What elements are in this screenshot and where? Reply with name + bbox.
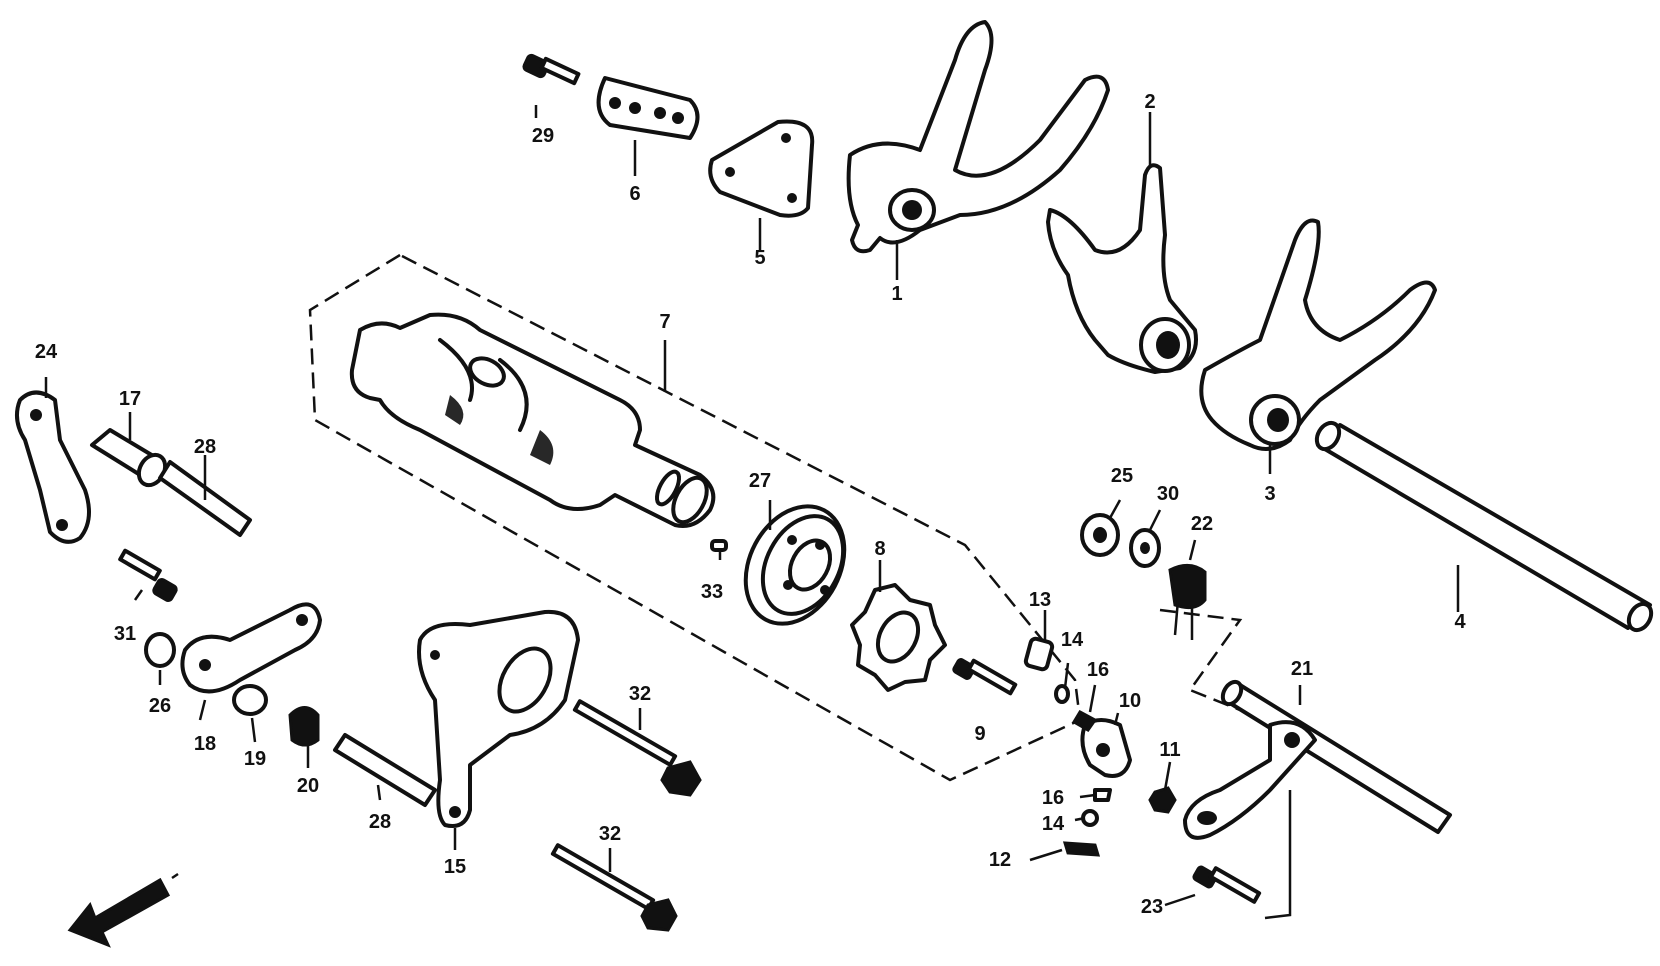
pin-28-lower <box>335 735 435 805</box>
callout-13: 13 <box>1029 589 1051 611</box>
link-arm-18 <box>182 604 320 691</box>
callout-4: 4 <box>1454 611 1466 633</box>
bushing-19 <box>234 686 266 714</box>
bolt-9 <box>953 658 1016 693</box>
washer-14-lower <box>1083 811 1097 825</box>
callout-23: 23 <box>1141 896 1163 918</box>
washer-30-hole <box>1140 542 1150 554</box>
callout-28-lower: 28 <box>369 811 391 833</box>
callout-14-lower: 14 <box>1042 813 1065 835</box>
shift-fork-3 <box>1201 220 1435 449</box>
shift-arm-24-hole-a <box>30 409 42 421</box>
pin-33 <box>712 541 726 550</box>
callout-22: 22 <box>1191 513 1213 535</box>
bolt-32-lower <box>553 845 676 930</box>
callout-20: 20 <box>297 775 319 797</box>
spring-22 <box>1170 565 1205 640</box>
callout-28-upper: 28 <box>194 436 216 458</box>
callout-10: 10 <box>1119 690 1141 712</box>
callout-16-upper: 16 <box>1087 659 1109 681</box>
callout-24: 24 <box>35 341 58 363</box>
plate-6 <box>599 78 698 138</box>
callout-17: 17 <box>119 388 141 410</box>
callout-5: 5 <box>754 247 765 269</box>
bolt-31 <box>120 551 177 602</box>
plate-5 <box>710 121 812 215</box>
fork-shaft-4 <box>1312 419 1655 634</box>
callout-30: 30 <box>1157 483 1179 505</box>
gearshift-spindle-21 <box>1185 679 1450 838</box>
callout-2: 2 <box>1144 91 1155 113</box>
callout-33: 33 <box>701 581 723 603</box>
shift-fork-2 <box>1048 165 1196 372</box>
callout-9: 9 <box>974 723 985 745</box>
shift-drum-7 <box>352 315 714 528</box>
nut-11 <box>1150 788 1175 812</box>
washer-25-hole <box>1093 527 1107 543</box>
callout-31: 31 <box>114 623 136 645</box>
callout-19: 19 <box>244 748 266 770</box>
bolt-29 <box>523 54 579 83</box>
bearing-27 <box>726 489 864 641</box>
callout-6: 6 <box>629 183 640 205</box>
callout-25: 25 <box>1111 465 1133 487</box>
callout-7: 7 <box>659 311 670 333</box>
callout-18: 18 <box>194 733 216 755</box>
bolt-23 <box>1193 866 1259 902</box>
callout-16-lower: 16 <box>1042 787 1064 809</box>
callout-29: 29 <box>532 125 554 147</box>
callout-1: 1 <box>891 283 902 305</box>
callout-26: 26 <box>149 695 171 717</box>
shift-lever-15 <box>419 612 578 826</box>
callout-32-upper: 32 <box>629 683 651 705</box>
callout-21: 21 <box>1291 658 1313 680</box>
bolt-12 <box>1065 843 1098 855</box>
callout-8: 8 <box>874 538 885 560</box>
front-direction-arrow <box>70 874 178 945</box>
bolt-32-upper <box>575 701 700 795</box>
nut-26 <box>146 634 174 666</box>
cam-plate-8 <box>852 585 945 690</box>
callout-12: 12 <box>989 849 1011 871</box>
callout-11: 11 <box>1159 739 1180 761</box>
callout-27: 27 <box>749 470 771 492</box>
washer-14-upper <box>1056 686 1068 702</box>
shift-fork-1 <box>849 22 1108 251</box>
shift-arm-24 <box>17 393 89 542</box>
spring-20 <box>290 708 318 746</box>
collar-13 <box>1025 638 1053 671</box>
stopper-arm-10 <box>1074 712 1130 776</box>
callout-14-upper: 14 <box>1061 629 1084 651</box>
callout-15: 15 <box>444 856 466 878</box>
callout-32-lower: 32 <box>599 823 621 845</box>
shift-arm-24-hole-b <box>56 519 68 531</box>
spring-16-lower <box>1095 790 1110 800</box>
callout-3: 3 <box>1264 483 1275 505</box>
